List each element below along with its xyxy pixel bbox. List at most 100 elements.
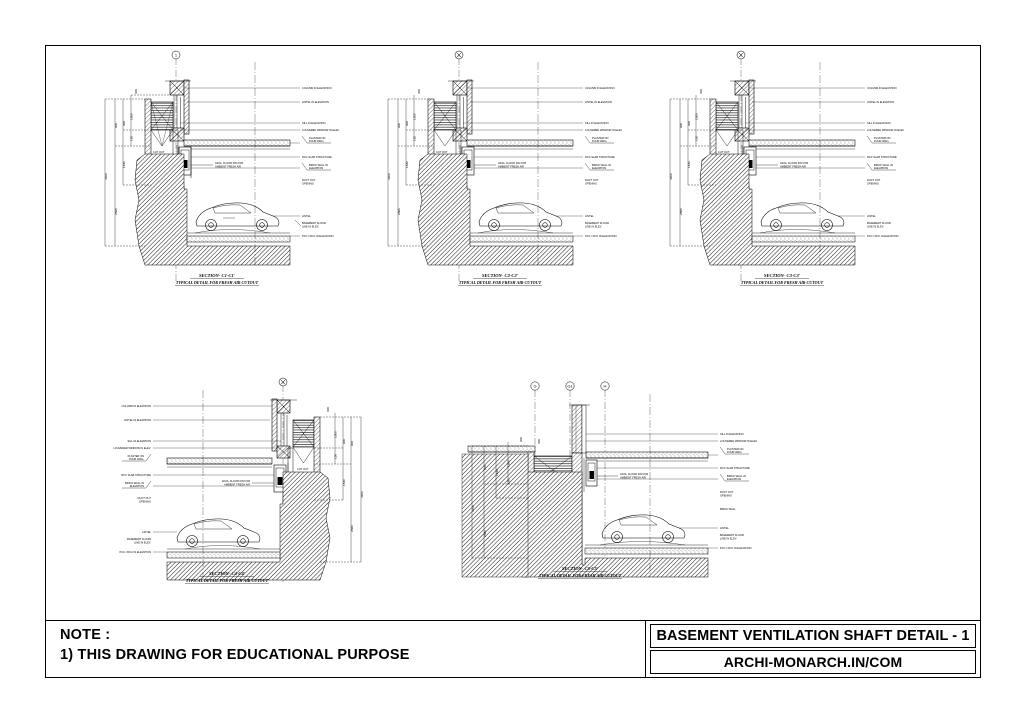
section-subtitle-c1: TYPICAL DETAIL FOR FRESH AIR CUTOUT	[176, 280, 259, 285]
label-pcc: PCC / RCC IN ELEVATION	[302, 234, 334, 238]
label-basement2-c3: LINE IN ELEV.	[867, 225, 884, 229]
section-subtitle-c2: TYPICAL DETAIL FOR FRESH AIR CUTOUT	[459, 280, 542, 285]
label-column: COLUMN IN ELEVATION	[302, 86, 332, 90]
grid-bubble-label-c3: X	[740, 53, 743, 58]
label-sill-c5: SILL IN ELEVATION	[720, 432, 744, 436]
label-louver-c3: LOUVERED WINDOW IN ELEV.	[867, 128, 905, 132]
label-duct-c3: DUCT OUT	[867, 178, 881, 182]
cutout-label-c4: CUT OUT	[297, 467, 309, 471]
label-brick-c3: BRICK WALL IN	[874, 163, 893, 167]
window-jamb-c3	[738, 95, 746, 130]
earth-hatch-c3	[699, 153, 856, 266]
dim-900b-c3: 900	[687, 121, 691, 126]
dim-1540-c3: 1540	[687, 161, 691, 168]
dim-900a-c2: 900	[397, 123, 401, 128]
section-subtitle-c5: TYPICAL DETAIL FOR FRESH AIR CUTOUT	[539, 573, 622, 578]
label-plaster2-c2: FOUR WALL	[592, 139, 608, 143]
earth-hatch	[134, 153, 291, 266]
dim-900a-c4: 900	[350, 441, 354, 446]
detail-c1: 1	[95, 50, 395, 300]
dim-4200: 4200	[104, 173, 108, 180]
label-column-c3: COLUMN IN ELEVATION	[867, 86, 897, 90]
label-adjacent2-c4: AMBIENT FRESH AIR	[224, 483, 250, 487]
cutout-label-c2: CUT OUT	[436, 150, 448, 154]
dim-1540-c5: 1540	[495, 469, 499, 476]
dim-1500-c4: 1500	[334, 431, 338, 438]
rcc-slab-c2	[466, 139, 574, 150]
louvered-window-c2: CUT OUT	[433, 101, 457, 154]
dim-300: 300	[134, 89, 138, 94]
note-heading: NOTE :	[60, 627, 111, 643]
label-basement2: LINE IN ELEV.	[302, 225, 319, 229]
label-basement2-c4: LINE IN ELEV.	[134, 541, 151, 545]
label-plaster-c2: PLASTER ON	[592, 136, 609, 140]
label-plaster-c4: PLASTER ON	[128, 454, 145, 458]
label-duct2-c5: OPENING	[720, 494, 732, 498]
label-basement-c3: BASEMENT FLOOR	[867, 221, 891, 225]
label-brick2-c2: ELEVATION	[592, 166, 606, 170]
title-section: BASEMENT VENTILATION SHAFT DETAIL - 1 AR…	[646, 621, 980, 677]
label-lintel2-c3: LINTEL	[867, 214, 876, 218]
label-brick2: ELEVATION	[309, 166, 323, 170]
dimension-values: 4200 900 2860 900 1540 1500 150 300	[104, 89, 138, 215]
annotation-block-right-c5: SILL IN ELEVATION LOUVERED WINDOW IN ELE…	[719, 432, 758, 550]
note-section: NOTE : 1) THIS DRAWING FOR EDUCATIONAL P…	[46, 621, 646, 677]
section-subtitle-c3: TYPICAL DETAIL FOR FRESH AIR CUTOUT	[741, 280, 824, 285]
label-brick-leader-c2: BRICK WALL IN ELEVATION	[584, 162, 614, 171]
dimension-chain	[104, 94, 170, 247]
label-pcc-c5: PCC / RCC IN ELEVATION	[720, 546, 752, 550]
basement-floor-c2	[469, 229, 574, 243]
label-duct-c2: DUCT OUT	[585, 178, 599, 182]
earth-hatch-c2	[417, 153, 574, 266]
car-elevation-c3	[760, 202, 845, 231]
label-duct: DUCT OUT	[302, 178, 316, 182]
label-basement-c4: BASEMENT FLOOR	[127, 537, 151, 541]
label-brick-leader-c3: BRICK WALL IN ELEVATION	[866, 162, 896, 171]
grid-bubble-g1: G1	[567, 384, 573, 389]
column-elevation	[165, 79, 191, 135]
grid-bubble-label: 1	[175, 53, 178, 58]
dim-150-c3: 150	[695, 136, 699, 141]
label-duct2-c3: OPENING	[867, 182, 879, 186]
label-duct-c4: DUCT OUT	[138, 496, 152, 500]
adjacent-callout-c4: ADJA. FLOOR FIN FOR AMBIENT FRESH AIR	[222, 479, 274, 487]
dim-300-c4: 300	[326, 407, 330, 412]
label-basement-c2: BASEMENT FLOOR	[585, 221, 609, 225]
leader-lines-c3	[745, 62, 865, 265]
label-duct-c5: DUCT OUT	[720, 490, 734, 494]
rcc-slab-c4	[166, 457, 273, 468]
car-elevation-c2	[478, 202, 563, 231]
label-basement: BASEMENT FLOOR	[302, 221, 326, 225]
column-elevation-c5	[569, 404, 590, 454]
label-plaster-leader-c5: PLASTER ON FOUR WALL	[719, 446, 749, 455]
louvered-window: CUT OUT	[150, 101, 174, 154]
dimension-chain-c4	[314, 413, 362, 563]
section-subtitle-c4: TYPICAL DETAIL FOR FRESH AIR CUTOUT	[186, 578, 269, 583]
label-basement2-c5: LINE IN ELEV.	[720, 537, 737, 541]
sheet-source: ARCHI-MONARCH.IN/COM	[723, 654, 903, 670]
grid-bubble-h: H	[604, 384, 607, 389]
earth-hatch-c4	[166, 471, 331, 581]
cutout-label-c3: CUT OUT	[718, 150, 730, 154]
louvered-window-c4: CUT OUT	[292, 419, 315, 471]
label-brick2-c3: ELEVATION	[874, 166, 888, 170]
detail-c3: X	[660, 50, 960, 300]
dim-1540: 1540	[122, 161, 126, 168]
label-adjacent-c3: ADJA. FLOOR FIN FOR	[780, 161, 808, 165]
label-duct2: OPENING	[302, 182, 314, 186]
leader-lines-c4	[153, 390, 281, 580]
dim-900a-c3: 900	[679, 123, 683, 128]
rcc-slab-c3	[748, 139, 856, 150]
adjacent-callout-c5: ADJA. FLOOR FIN FOR AMBIENT FRESH AIR	[597, 472, 648, 480]
dim-900b-c2: 900	[405, 121, 409, 126]
sheet-source-row: ARCHI-MONARCH.IN/COM	[650, 650, 976, 674]
dim-2860-c3: 2860	[679, 208, 683, 215]
detail-c2: X	[378, 50, 678, 300]
dimension-values-c4: 4200 900 2860 900 1540 1500 150 300	[326, 407, 364, 532]
cutout-label: CUT OUT	[153, 150, 165, 154]
detail-c5: G G1 H	[450, 372, 780, 602]
label-lintel-c4: LINTEL IN ELEVATION	[124, 418, 151, 422]
label-duct2-c2: OPENING	[585, 182, 597, 186]
label-lintel: LINTEL IN ELEVATION	[302, 100, 329, 104]
dim-1500-c3: 1500	[695, 113, 699, 120]
